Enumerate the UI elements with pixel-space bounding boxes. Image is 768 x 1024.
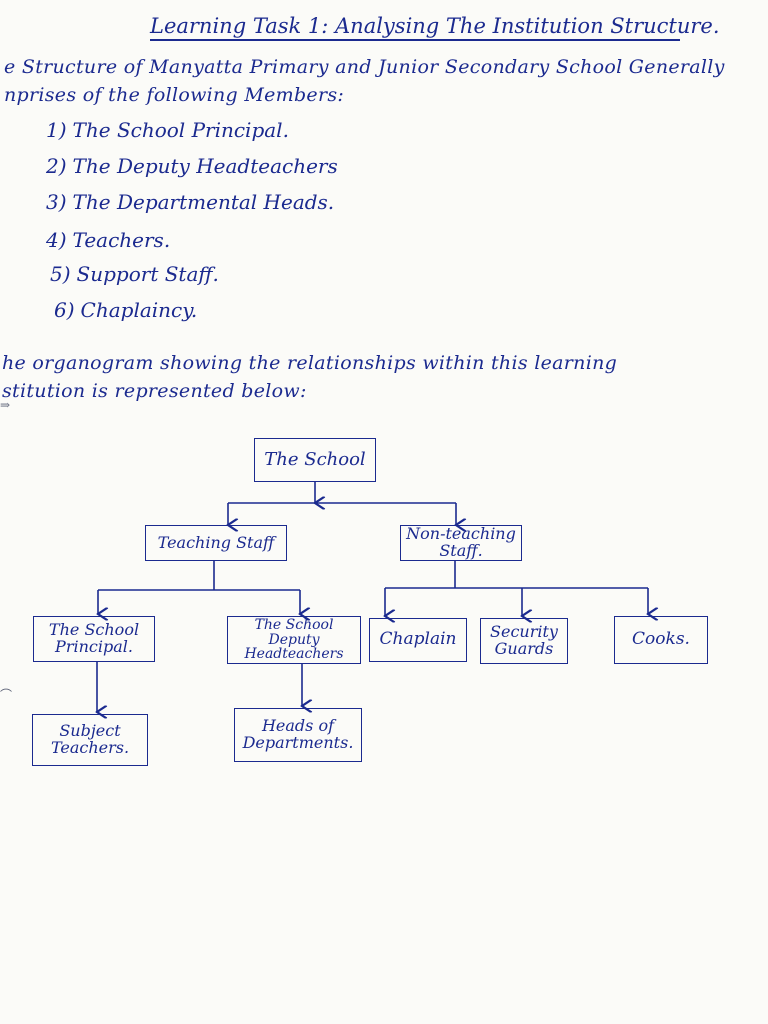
member-number: 2) [46,154,67,178]
intro-line-1: e Structure of Manyatta Primary and Juni… [4,56,725,78]
org-node-deputy: The School Deputy Headteachers [227,616,361,664]
org-node-principal: The School Principal. [33,616,155,662]
org-node-teaching-staff: Teaching Staff [145,525,287,561]
margin-mark: ⇒ [0,398,11,412]
member-item: 1)The School Principal. [46,118,289,142]
org-node-subject-teachers: Subject Teachers. [32,714,148,766]
org-node-cooks: Cooks. [614,616,708,664]
org-node-chaplain: Chaplain [369,618,467,662]
member-number: 3) [46,190,67,214]
member-label: The Deputy Headteachers [72,154,338,178]
member-item: 2)The Deputy Headteachers [46,154,338,178]
member-label: The School Principal. [72,118,289,142]
page-title: Learning Task 1: Analysing The Instituti… [150,14,720,41]
member-item: 3)The Departmental Heads. [46,190,334,214]
member-label: Support Staff. [76,262,219,286]
org-node-school: The School [254,438,376,482]
margin-mark: ⌒ [0,688,13,702]
member-number: 5) [50,262,71,286]
org-node-nonteaching-staff: Non-teaching Staff. [400,525,522,561]
member-item: 6)Chaplaincy. [54,298,197,322]
member-item: 5)Support Staff. [50,262,219,286]
member-number: 4) [46,228,67,252]
intro-line-2: nprises of the following Members: [4,84,345,106]
organogram-intro-line-2: stitution is represented below: [2,380,307,402]
member-number: 1) [46,118,67,142]
member-label: Teachers. [72,228,171,252]
member-label: Chaplaincy. [80,298,198,322]
member-item: 4)Teachers. [46,228,170,252]
organogram-intro-line-1: he organogram showing the relationships … [2,352,618,374]
org-node-heads-of-departments: Heads of Departments. [234,708,362,762]
org-node-security: Security Guards [480,618,568,664]
member-label: The Departmental Heads. [72,190,335,214]
member-number: 6) [54,298,75,322]
